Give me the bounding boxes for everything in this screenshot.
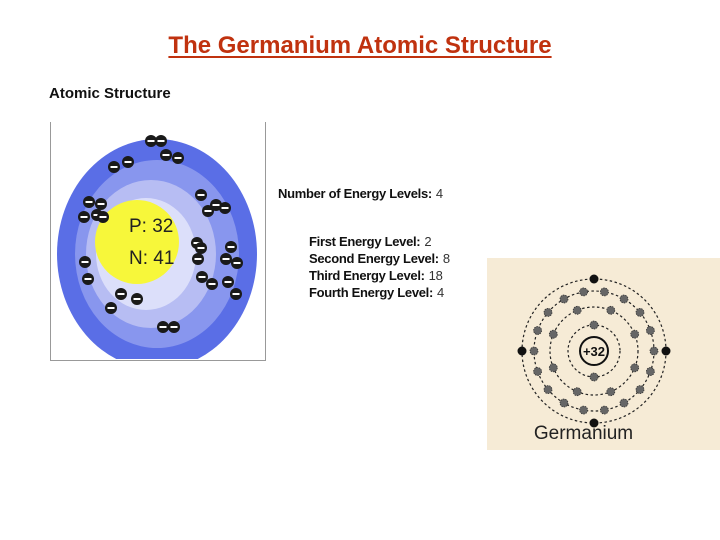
third-energy-level: Third Energy Level: 18	[309, 268, 443, 283]
electron	[206, 278, 218, 290]
electron	[157, 321, 169, 333]
bohr-electron	[607, 388, 615, 396]
electron	[95, 198, 107, 210]
bohr-electron	[620, 399, 628, 407]
bohr-electron	[580, 288, 588, 296]
electron	[192, 253, 204, 265]
electron	[82, 273, 94, 285]
fourth-level-label: Fourth Energy Level:	[309, 285, 433, 300]
electron	[222, 276, 234, 288]
first-energy-level: First Energy Level: 2	[309, 234, 431, 249]
nucleus	[95, 200, 179, 284]
electron	[196, 271, 208, 283]
electron	[225, 241, 237, 253]
electron	[122, 156, 134, 168]
bohr-electron	[544, 308, 552, 316]
electron	[230, 288, 242, 300]
bohr-electron	[636, 308, 644, 316]
third-level-label: Third Energy Level:	[309, 268, 425, 283]
electron	[231, 257, 243, 269]
fourth-energy-level: Fourth Energy Level: 4	[309, 285, 444, 300]
electron	[195, 242, 207, 254]
second-level-value: 8	[443, 251, 450, 266]
third-level-value: 18	[429, 268, 443, 283]
bohr-electron	[636, 386, 644, 394]
atom-shell-diagram: P: 32 N: 41	[51, 122, 263, 359]
bohr-electron	[518, 347, 527, 356]
slide-title: The Germanium Atomic Structure	[0, 32, 720, 60]
bohr-electron	[560, 399, 568, 407]
electron	[195, 189, 207, 201]
electron	[83, 196, 95, 208]
bohr-electron	[600, 288, 608, 296]
bohr-electron	[662, 347, 671, 356]
bohr-electron	[560, 295, 568, 303]
electron	[202, 205, 214, 217]
fourth-level-value: 4	[437, 285, 444, 300]
bohr-electron	[534, 368, 542, 376]
element-name-label: Germanium	[487, 423, 680, 445]
electron	[155, 135, 167, 147]
electron	[131, 293, 143, 305]
first-level-label: First Energy Level:	[309, 234, 420, 249]
neutrons-label: N: 41	[129, 248, 174, 269]
bohr-electron	[600, 406, 608, 414]
energy-levels-label: Number of Energy Levels:	[278, 186, 432, 201]
bohr-model-diagram: +32	[487, 258, 720, 450]
electron	[108, 161, 120, 173]
electron	[220, 253, 232, 265]
electron	[168, 321, 180, 333]
bohr-electron	[646, 327, 654, 335]
bohr-electron	[580, 406, 588, 414]
second-level-label: Second Energy Level:	[309, 251, 439, 266]
bohr-electron	[590, 321, 598, 329]
bohr-nucleus-label: +32	[583, 344, 605, 359]
bohr-electron	[534, 327, 542, 335]
bohr-electron	[530, 347, 538, 355]
bohr-electron	[549, 364, 557, 372]
bohr-electron	[646, 368, 654, 376]
bohr-electron	[620, 295, 628, 303]
first-level-value: 2	[424, 234, 431, 249]
bohr-electron	[544, 386, 552, 394]
electron	[160, 149, 172, 161]
bohr-electron	[549, 330, 557, 338]
second-energy-level: Second Energy Level: 8	[309, 251, 450, 266]
electron	[115, 288, 127, 300]
electron	[219, 202, 231, 214]
electron	[97, 211, 109, 223]
electron	[105, 302, 117, 314]
electron	[79, 256, 91, 268]
bohr-electron	[607, 306, 615, 314]
atomic-structure-heading: Atomic Structure	[49, 85, 171, 102]
bohr-electron	[590, 373, 598, 381]
bohr-electron	[631, 330, 639, 338]
bohr-electron	[573, 388, 581, 396]
bohr-electron	[650, 347, 658, 355]
bohr-electron	[590, 275, 599, 284]
electron	[172, 152, 184, 164]
energy-levels-count: Number of Energy Levels: 4	[278, 186, 443, 201]
bohr-electron	[631, 364, 639, 372]
bohr-electron	[573, 306, 581, 314]
electron	[78, 211, 90, 223]
protons-label: P: 32	[129, 216, 173, 237]
energy-levels-value: 4	[436, 186, 443, 201]
